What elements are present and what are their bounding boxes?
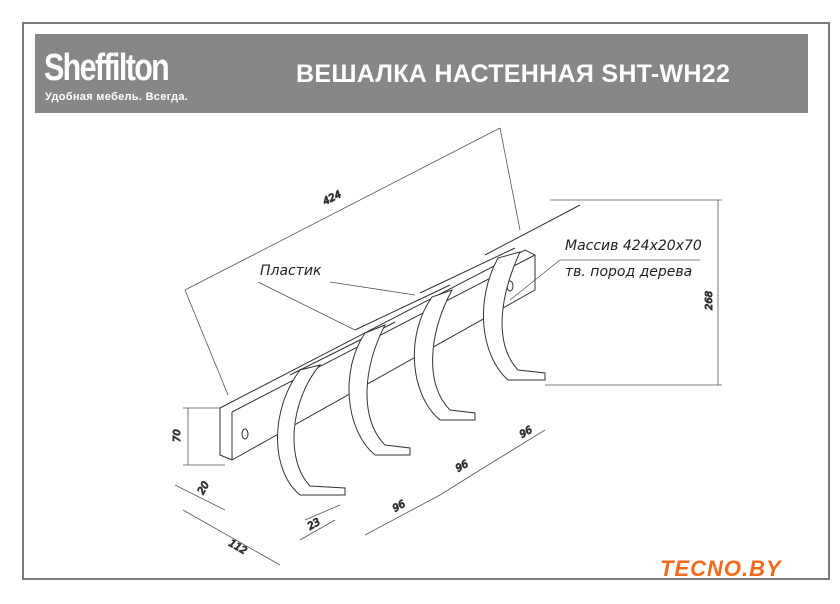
hook-2: [348, 284, 451, 456]
hook-3: [413, 247, 516, 421]
dim-length: 424: [321, 189, 343, 207]
dim-spacing-1: 96: [391, 499, 408, 515]
hooks: [277, 204, 581, 496]
note-plastic: Пластик: [260, 263, 322, 279]
dim-hook-offset: 112: [227, 538, 249, 557]
brand-tagline: Удобная мебель. Всегда.: [45, 91, 189, 103]
dim-spacing-2: 96: [454, 459, 471, 475]
dim-board-height: 70: [172, 429, 183, 442]
brand-logo: Sheffilton: [44, 47, 170, 89]
dim-hook-width: 23: [306, 517, 323, 533]
header-bar: [35, 34, 808, 113]
note-wood-type: тв. пород дерева: [565, 264, 692, 280]
dim-board-depth: 20: [196, 480, 212, 497]
drawing-frame: [22, 22, 830, 580]
dim-total-height: 268: [704, 291, 715, 310]
hook-4: [482, 204, 581, 381]
dimension-lines: [174, 127, 722, 566]
note-wood-size: Массив 424x20x70: [565, 238, 702, 254]
product-title: ВЕШАЛКА НАСТЕННАЯ SHT-WH22: [296, 60, 731, 88]
watermark-logo: TECNO.BY: [660, 556, 782, 581]
